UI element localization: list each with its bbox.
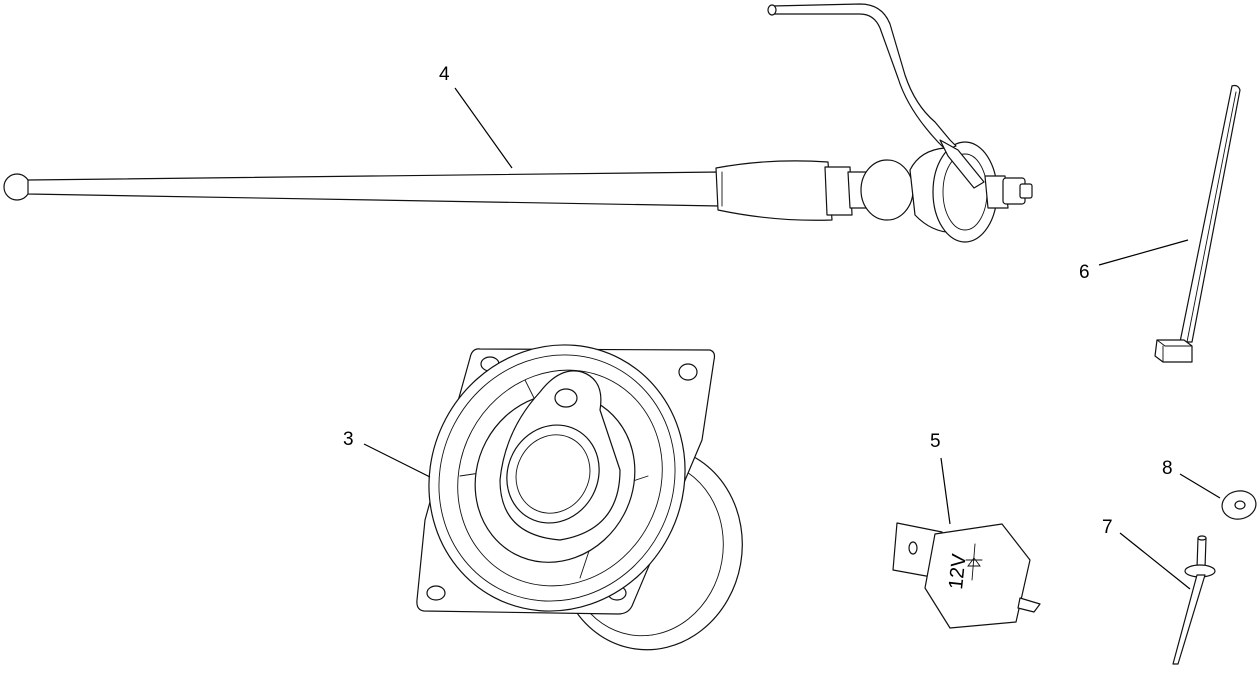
leader-line-7 xyxy=(1119,532,1191,590)
relay-part: 12V xyxy=(892,522,1041,629)
callout-3: 3 xyxy=(343,429,354,450)
relay-voltage-label: 12V xyxy=(945,552,971,590)
callout-4: 4 xyxy=(439,64,450,85)
washer-part xyxy=(1221,490,1257,520)
antenna-part xyxy=(3,3,1033,243)
leader-line-8 xyxy=(1179,473,1221,499)
callout-8: 8 xyxy=(1162,458,1173,479)
speaker-horn-part xyxy=(416,344,743,651)
cable-tie-part xyxy=(1154,84,1241,363)
relay-diode-symbol xyxy=(965,543,983,581)
callout-7: 7 xyxy=(1102,517,1113,538)
callout-6: 6 xyxy=(1079,262,1090,283)
leader-line-6 xyxy=(1098,239,1189,266)
leader-line-3 xyxy=(363,443,431,478)
leader-line-4 xyxy=(454,87,513,169)
callout-5: 5 xyxy=(930,431,941,452)
rivet-part xyxy=(1172,535,1216,665)
leader-line-5 xyxy=(940,457,951,525)
